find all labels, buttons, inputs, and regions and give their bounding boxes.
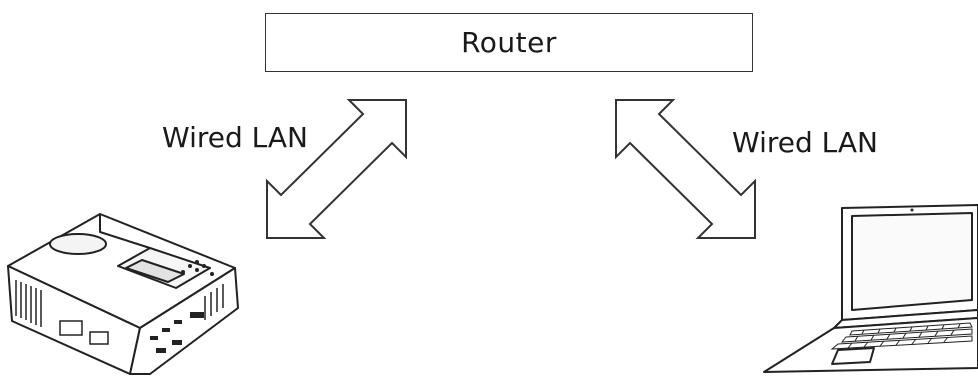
projector-icon [7,213,239,375]
router-label: Router [461,26,557,59]
connection-label-right: Wired LAN [732,126,878,159]
connection-label-left: Wired LAN [162,121,308,154]
laptop-icon [763,204,978,373]
router-box: Router [265,13,753,72]
